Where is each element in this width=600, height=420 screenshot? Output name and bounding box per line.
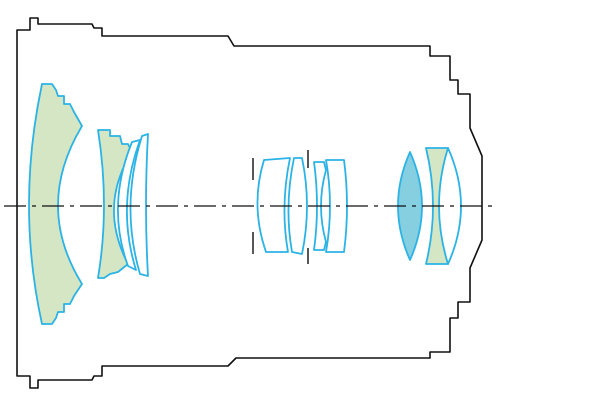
lens-element-3 [117, 139, 141, 271]
lens-element-6 [287, 157, 308, 255]
lens-element-9 [397, 151, 423, 261]
lens-element-4 [129, 133, 149, 277]
lens-element-5 [256, 157, 291, 253]
lens-barrel-outline [16, 17, 483, 389]
lens-element-1 [28, 83, 83, 325]
